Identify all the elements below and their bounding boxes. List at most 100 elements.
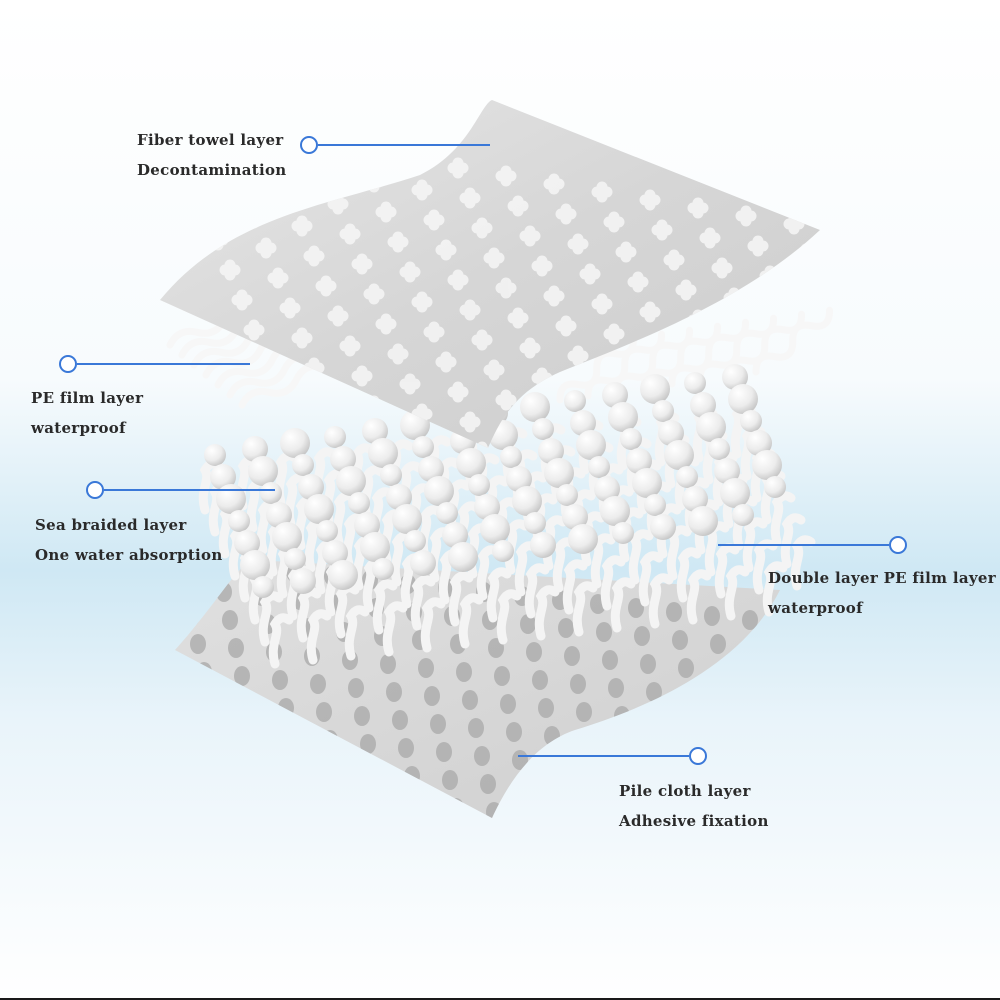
bead [240,550,270,580]
clover-motif [856,394,877,415]
perforation [328,758,344,778]
clover-motif [771,407,793,429]
bead [632,468,662,498]
clover-motif [399,261,421,283]
fiber-hook [780,513,806,569]
clover-motif [603,211,625,233]
perforation [784,806,800,826]
bead [696,412,726,442]
fiber-hook [742,517,768,573]
perforation [562,810,578,818]
perforation [208,718,224,738]
clover-motif [507,195,529,217]
clover-motif [483,359,505,381]
perforation [486,802,502,818]
perforation [348,678,364,698]
perforation [278,698,294,718]
clover-motif [339,223,361,245]
bead [330,446,356,472]
clover-motif [771,295,793,317]
perforation [766,722,780,742]
clover-motif [832,446,853,467]
bead [682,486,708,512]
clover-motif [279,185,301,207]
perforation [214,746,230,766]
bead [720,478,750,508]
bead [746,430,772,456]
clover-motif [351,365,373,387]
perforation [704,606,720,626]
bead [266,502,292,528]
bead [492,540,514,562]
perforation [722,690,738,710]
perforation [290,754,306,774]
bead [732,504,754,526]
bead [372,558,394,580]
bead [248,456,278,486]
clover-motif [783,437,805,448]
perforation [228,638,244,658]
clover-motif [531,255,553,277]
perforation [520,614,536,634]
bead [506,466,532,492]
perforation [216,582,232,602]
bead [304,494,334,524]
bead [272,522,302,552]
bead [690,392,716,418]
perforation [404,766,420,786]
clover-motif [387,231,409,253]
perforation [608,678,624,698]
perforation [462,690,478,710]
bead [544,458,574,488]
bead [722,364,748,390]
perforation [380,654,396,674]
fiber-hook [486,567,512,623]
perforation [372,790,388,810]
clover-motif [291,327,313,349]
bead [588,456,610,478]
perforation [710,634,726,654]
bead [708,438,730,460]
bead [260,482,282,504]
clover-motif [555,315,577,337]
fiber-hook [762,561,788,617]
bead [594,476,620,502]
clover-motif [591,293,613,315]
perforation [272,670,288,690]
clover-motif [231,289,253,311]
clover-motif [808,498,829,519]
perforation [468,718,484,738]
clover-motif [387,343,409,365]
perforation [564,646,580,666]
layer-function: Decontamination [137,161,287,179]
perforation [716,662,732,682]
bead [436,502,458,524]
perforation [398,738,414,758]
bead [252,576,274,598]
bead [684,372,706,394]
perforation [790,834,806,854]
bead [412,436,434,458]
absorbent-beads [204,364,786,598]
bead [228,510,250,532]
clover-motif [459,299,481,321]
perforation [196,662,212,682]
clover-motif [615,241,637,263]
clover-motif [303,245,325,267]
clover-motif [663,249,685,271]
perforation [474,746,490,766]
clover-motif [351,253,373,275]
bead [728,384,758,414]
callout-dot-sea [86,481,104,499]
perforation [448,798,464,818]
fiber-hook [268,613,294,669]
bead [290,568,316,594]
clover-motif [315,387,337,409]
bead [650,514,676,540]
perforation [532,670,548,690]
perforation [240,694,256,714]
perforation [506,722,522,742]
perforation [634,626,650,646]
clover-motif [219,259,241,281]
perforation [252,750,268,770]
